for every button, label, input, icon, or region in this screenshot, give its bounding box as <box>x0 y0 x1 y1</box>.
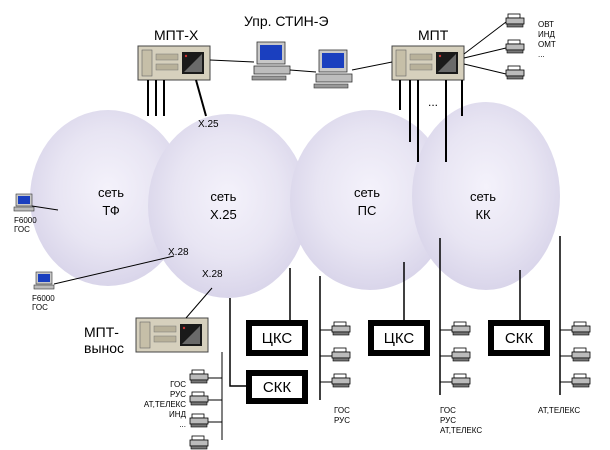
cks2-printer-labels: ГОС РУС АТ,ТЕЛЕКС <box>440 406 483 435</box>
mpt-printers <box>463 13 525 80</box>
cks-box: ЦКС <box>246 320 308 356</box>
network-x25-label: сеть Х.25 <box>210 189 237 222</box>
workstation-icon <box>251 41 291 81</box>
link <box>31 205 59 211</box>
bottom-links <box>229 236 561 400</box>
network-ps-sphere <box>290 110 450 290</box>
cks1-printer-labels: ГОС РУС <box>334 406 351 425</box>
f6000-terminal-icon <box>13 193 35 212</box>
link <box>289 69 317 73</box>
ellipsis-label: ... <box>428 95 439 109</box>
skk2-printer-labels: АТ,ТЕЛЕКС <box>538 406 581 415</box>
mpt-x-server-icon <box>137 45 211 81</box>
network-ps-label: сеть ПС <box>354 185 381 218</box>
x28-link-label: Х.28 <box>168 247 189 258</box>
mpt-x-links <box>147 79 207 117</box>
cks2-printers <box>440 321 471 388</box>
workstation-icon <box>313 49 353 89</box>
link <box>185 287 213 319</box>
f6000-terminal-icon <box>33 271 55 290</box>
cks-box: ЦКС <box>368 320 430 356</box>
network-tf-label: сеть ТФ <box>98 185 125 218</box>
x28-link-label: Х.28 <box>202 269 223 280</box>
mpt-label: МПТ <box>418 27 449 43</box>
mpt-printer-labels: ОВТ ИНД ОМТ ... <box>538 20 556 59</box>
network-kk-label: сеть КК <box>470 189 497 222</box>
mpt-remote-label: МПТ- вынос <box>84 324 125 356</box>
network-x25-sphere <box>148 114 308 298</box>
mpt-server-icon <box>391 45 465 81</box>
remote-printers <box>189 352 223 450</box>
link <box>351 61 393 71</box>
mpt-x-label: МПТ-Х <box>154 27 199 43</box>
mpt-links <box>399 80 463 162</box>
f6000-label: F6000 ГОС <box>14 216 37 234</box>
title-label: Упр. СТИН-Э <box>244 13 329 29</box>
link <box>209 59 255 63</box>
link <box>53 255 175 285</box>
skk-box: СКК <box>246 370 308 404</box>
remote-printer-labels: ГОС РУС АТ,ТЕЛЕКС ИНД ... <box>143 380 186 429</box>
skk-box: СКК <box>488 320 550 356</box>
network-tf-sphere <box>30 110 186 286</box>
skk2-printers <box>560 321 591 388</box>
cks1-printers <box>320 321 351 388</box>
mpt-remote-server-icon <box>135 317 209 353</box>
f6000-label: F6000 ГОС <box>32 294 55 312</box>
x25-link-label: Х.25 <box>198 119 219 130</box>
network-kk-sphere <box>412 102 560 290</box>
